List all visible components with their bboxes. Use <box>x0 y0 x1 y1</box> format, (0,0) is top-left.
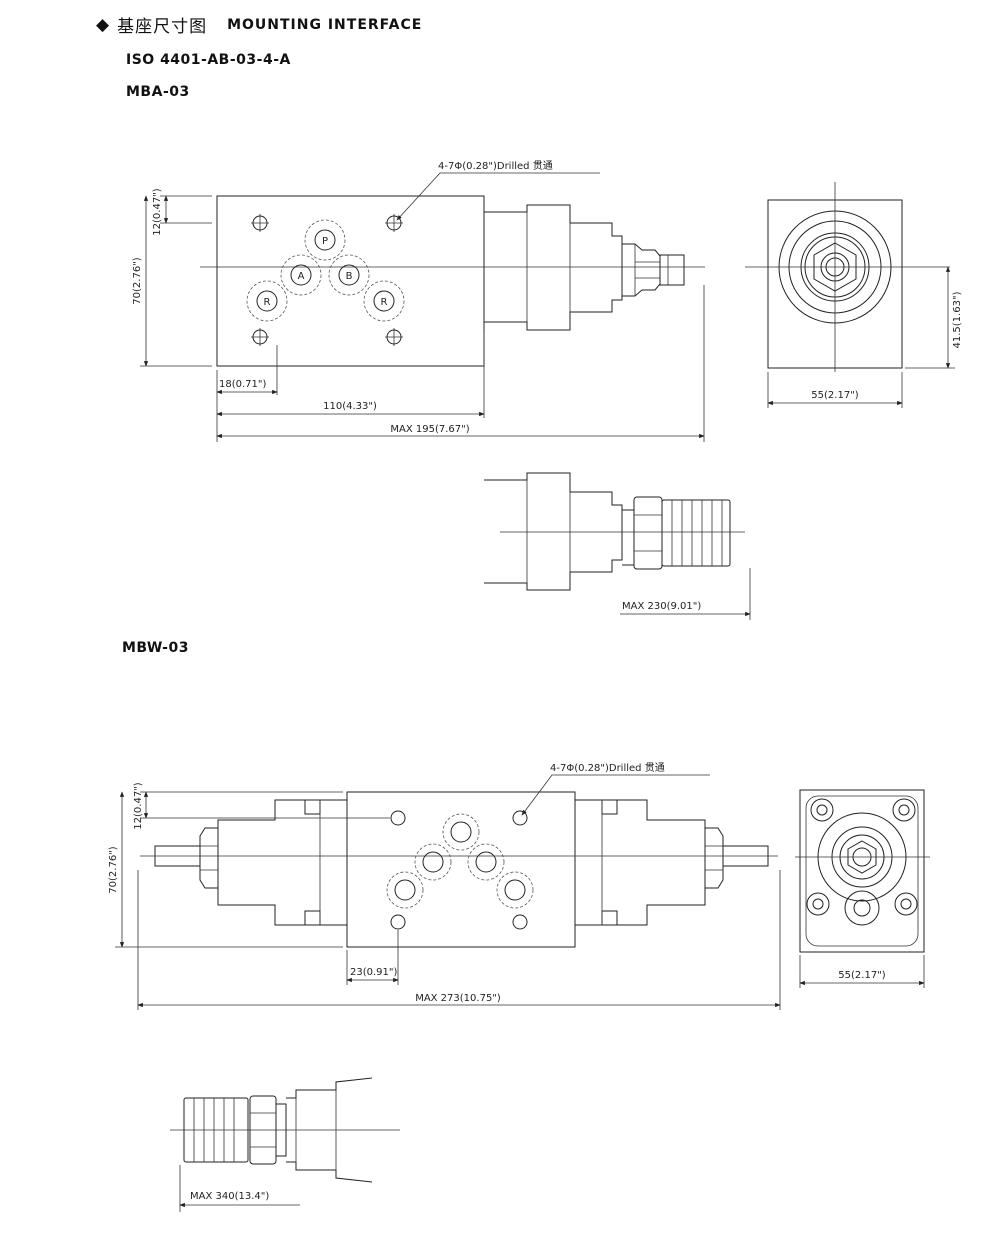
mba-dim-12: 12(0.47") <box>152 188 163 235</box>
mbw-dim-23: 23(0.91") <box>350 967 397 978</box>
mbw-ports <box>386 813 534 909</box>
mba-dim-70: 70(2.76") <box>132 257 143 304</box>
mba-drill-leader <box>396 172 600 221</box>
mba-stem <box>659 254 685 286</box>
mbw-dim-55: 55(2.17") <box>838 970 885 981</box>
mbw-dim-70: 70(2.76") <box>108 846 119 893</box>
mba-dim-max195: MAX 195(7.67") <box>390 424 469 435</box>
mba-side-view: 41.5(1.63") 55(2.17") <box>745 182 963 408</box>
diamond-bullet-icon: ◆ <box>96 14 110 35</box>
mbw-model-label: MBW-03 <box>122 640 189 656</box>
mba-knob-detail: MAX 230(9.01") <box>484 472 751 620</box>
mbw-dim-12: 12(0.47") <box>133 782 144 829</box>
mbw-center-block <box>346 791 576 948</box>
mba-dim-110: 110(4.33") <box>323 401 377 412</box>
mba-dim-max230: MAX 230(9.01") <box>622 601 701 612</box>
mba-body-block <box>216 195 485 367</box>
mbw-side-view: 55(2.17") <box>795 789 930 988</box>
mbw-mounting-holes <box>390 810 528 930</box>
port-label-p: P <box>322 236 328 247</box>
mba-dim-55: 55(2.17") <box>811 390 858 401</box>
mba-dim-18: 18(0.71") <box>219 379 266 390</box>
mbw-front-view: 4-7Φ(0.28")Drilled 贯通 12(0.47") 70(2.76"… <box>108 762 781 1010</box>
title-chinese: 基座尺寸图 <box>117 17 208 37</box>
section-title: ◆ 基座尺寸图 MOUNTING INTERFACE <box>96 12 423 38</box>
port-label-r-right: R <box>381 297 388 308</box>
mbw-drill-note: 4-7Φ(0.28")Drilled 贯通 <box>550 762 665 774</box>
mba-dim-41-5: 41.5(1.63") <box>952 291 963 348</box>
mbw-side-block <box>799 789 925 953</box>
mba-drill-note: 4-7Φ(0.28")Drilled 贯通 <box>438 160 553 172</box>
mba-ports <box>246 219 405 322</box>
port-label-a: A <box>298 271 305 282</box>
mba-nut <box>622 243 661 297</box>
port-label-b: B <box>346 271 353 282</box>
mbw-knob-detail: MAX 340(13.4") <box>170 1077 400 1212</box>
iso-standard-label: ISO 4401-AB-03-4-A <box>126 52 291 68</box>
port-label-r-left: R <box>264 297 271 308</box>
mbw-dim-max340: MAX 340(13.4") <box>190 1191 269 1202</box>
mba-model-label: MBA-03 <box>126 84 190 100</box>
mbw-dim-max273: MAX 273(10.75") <box>415 993 501 1004</box>
title-english: MOUNTING INTERFACE <box>227 16 423 33</box>
mba-front-view: P A B R R 4-7Φ(0.28")Drilled 贯通 12(0.47"… <box>132 160 705 442</box>
mba-valve-housing <box>484 204 623 331</box>
mba-mounting-holes <box>251 214 403 346</box>
